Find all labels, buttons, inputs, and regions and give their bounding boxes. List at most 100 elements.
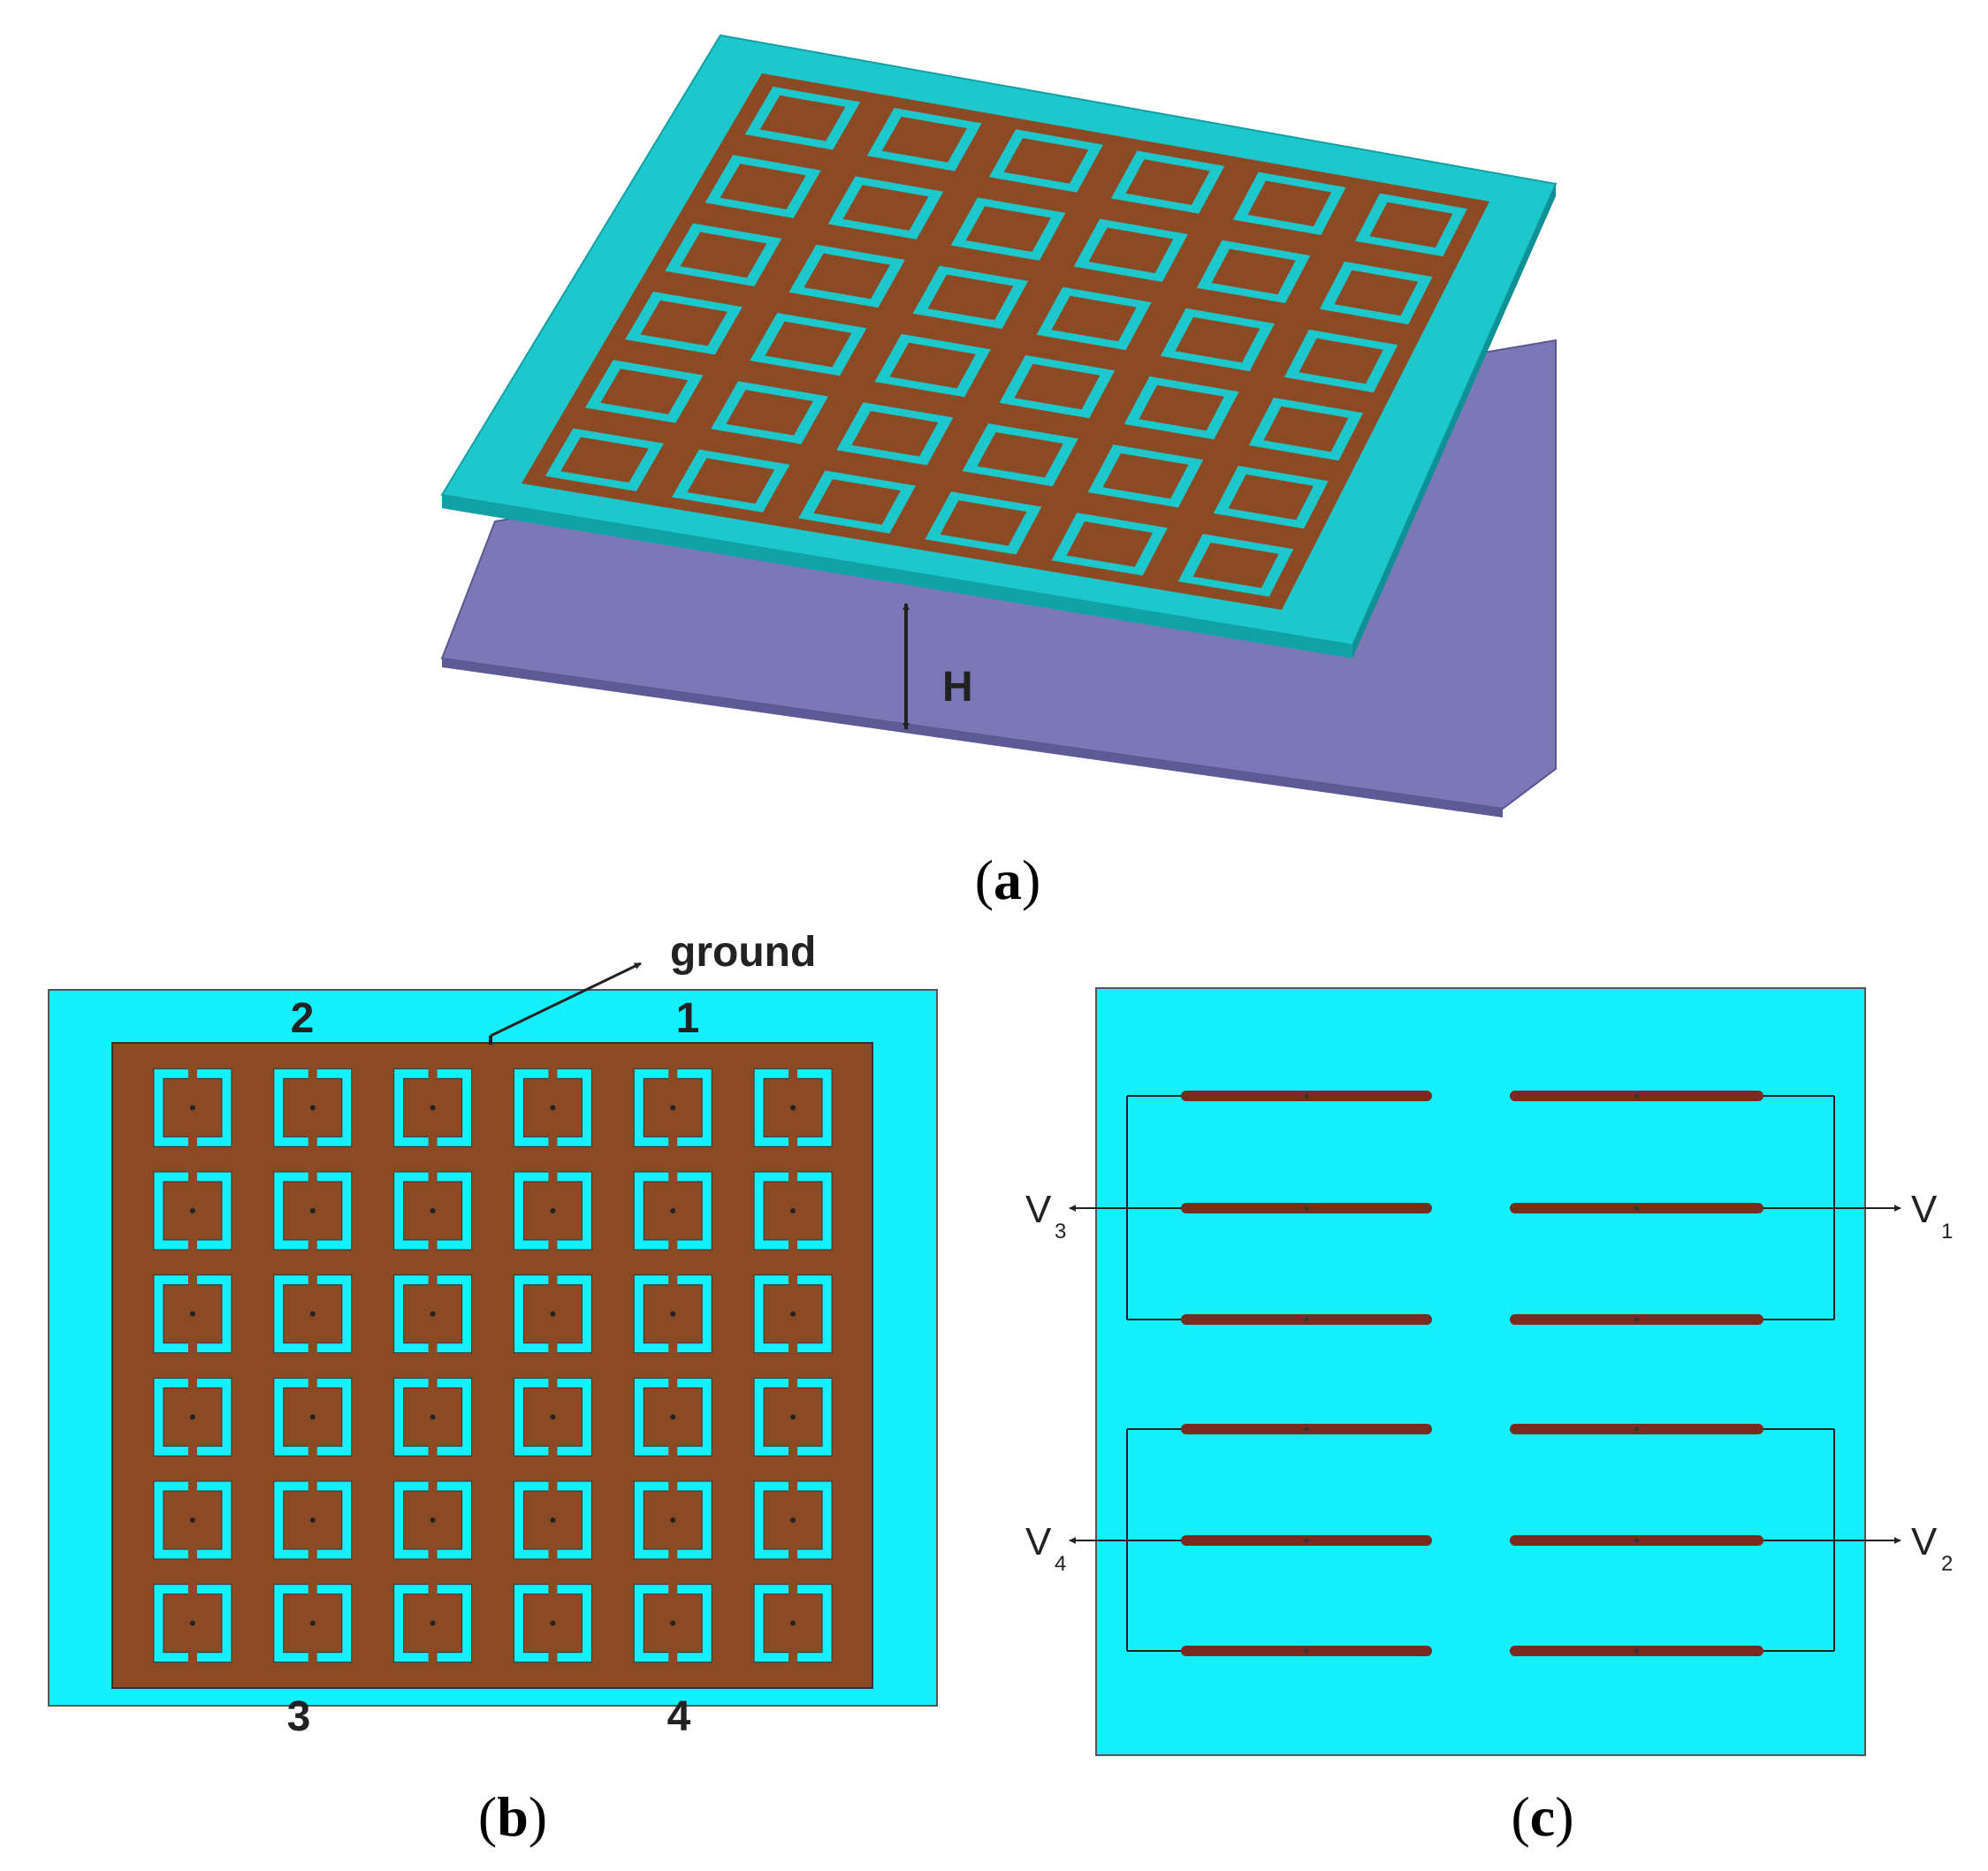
unit-cell [1233,171,1346,235]
strip-via [1304,1093,1309,1099]
via-dot [309,1414,316,1420]
ring-gap [187,1480,197,1492]
unit-cell [1073,218,1188,282]
unit-cell [633,1068,712,1148]
ring-gap [788,1274,798,1286]
cell-patch [1125,159,1210,205]
unit-cell [153,1068,232,1148]
via-dot [670,1311,676,1317]
ring-gap [788,1445,798,1457]
ring-gap [187,1548,197,1560]
strip-array [1181,1091,1763,1656]
panel-a: H [440,34,1558,818]
unit-cell [585,360,704,423]
ring-gap [668,1548,678,1560]
ring-gap [668,1239,678,1251]
ring-gap [187,1583,197,1595]
cell-patch [1139,384,1224,431]
via-dot [550,1620,556,1626]
unit-cell [753,1377,833,1457]
strip-via [1634,1317,1639,1322]
cell-patch [813,479,901,525]
unit-cell [633,1171,712,1251]
cell-patch [687,458,775,504]
ring-gap [308,1548,317,1560]
cell-patch [1175,316,1261,363]
unit-cell [753,1068,833,1148]
unit-cell [1355,193,1467,257]
unit-cell [393,1171,473,1251]
ring-gap [788,1651,798,1663]
cell-patch [1003,138,1089,184]
strip-via [1634,1648,1639,1654]
via-dot [430,1414,436,1420]
unit-cell [753,1274,833,1354]
strip-via [1304,1426,1309,1432]
ring-gap [548,1136,558,1148]
unit-cell-grid [545,87,1467,597]
metal-pattern-top-view [111,1042,873,1689]
ring-gap [428,1377,438,1389]
unit-cell [1319,261,1433,325]
output-label-subscript: 2 [1941,1552,1953,1576]
cell-patch [680,232,767,278]
unit-cell [633,1274,712,1354]
cell-patch [1263,406,1349,453]
cell-patch [1211,248,1296,295]
cell-patch [940,500,1027,546]
ring-gap [668,1171,678,1183]
ring-gap [308,1583,317,1595]
strip-via [1304,1206,1309,1211]
ring-gap [668,1583,678,1595]
ring-gap [788,1377,798,1389]
ring-gap [668,1480,678,1492]
via-dot [430,1517,436,1523]
ring-gap [668,1651,678,1663]
output-label-v2: V [1911,1520,1938,1563]
caption-b: (b) [478,1785,547,1848]
ring-gap [788,1239,798,1251]
via-dot [790,1311,796,1317]
ring-gap [788,1583,798,1595]
cell-patch [1066,521,1153,567]
cell-patch [851,411,939,457]
cell-patch [1102,453,1189,499]
output-label-v4: V [1025,1520,1052,1563]
ring-gap [548,1274,558,1286]
strip-via [1634,1093,1639,1099]
ring-gap [668,1377,678,1389]
via-dot [550,1208,556,1213]
ring-gap [548,1583,558,1595]
cell-patch [1014,363,1101,410]
via-dot [189,1105,195,1111]
cell-patch [1051,295,1137,342]
unit-cell [912,265,1029,330]
corner-label-bottom-right: 4 [667,1693,691,1740]
unit-cell-grid-top [153,1068,833,1663]
ground-label: ground [670,929,816,976]
ring-gap [187,1068,197,1080]
via-dot [790,1517,796,1523]
output-label-subscript: 4 [1055,1552,1066,1576]
cell-patch [1088,227,1174,274]
ring-gap [308,1239,317,1251]
ring-gap [308,1445,317,1457]
unit-cell [744,87,861,150]
via-dot [309,1208,316,1213]
unit-cell [513,1480,592,1560]
via-dot [790,1620,796,1626]
strip-via [1634,1538,1639,1543]
unit-cell [153,1480,232,1560]
unit-cell [750,313,867,376]
unit-cell [1123,376,1239,440]
caption-c: (c) [1511,1785,1573,1848]
unit-cell [273,1480,353,1560]
via-dot [309,1105,316,1111]
via-dot [790,1105,796,1111]
unit-cell [633,1480,712,1560]
ring-gap [788,1548,798,1560]
via-dot [670,1208,676,1213]
unit-cell [866,108,982,171]
ring-gap [428,1342,438,1354]
ring-gap [788,1068,798,1080]
